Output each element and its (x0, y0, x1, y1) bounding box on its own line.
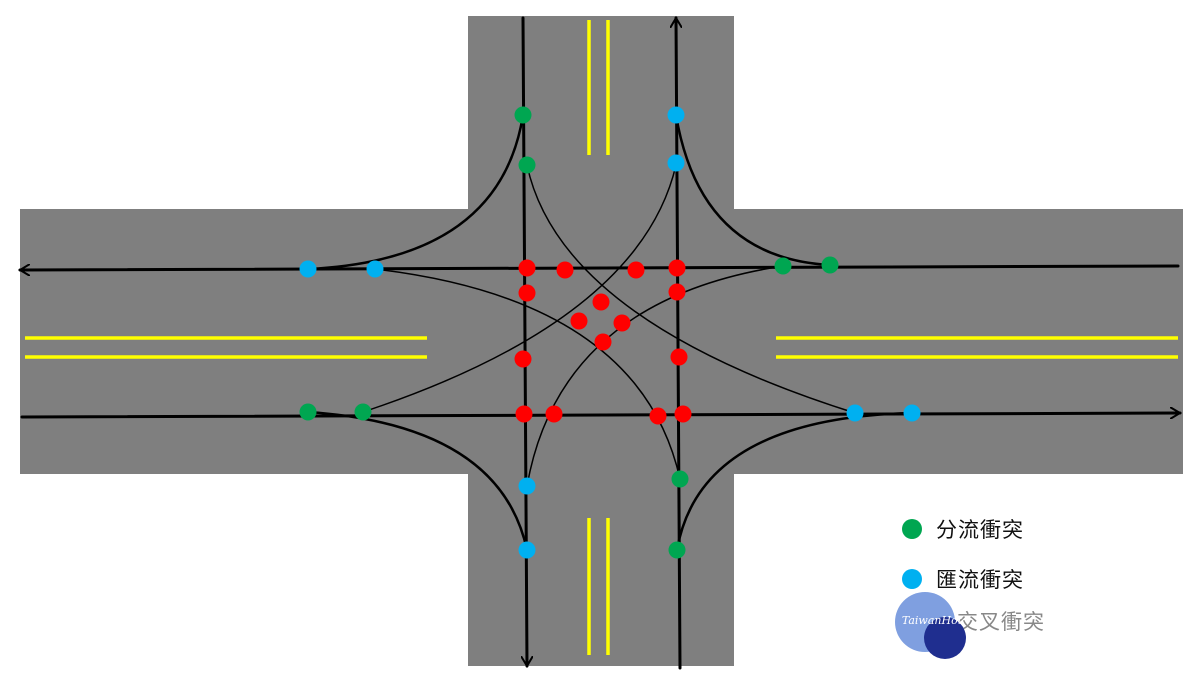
diverge-conflict-point (299, 403, 317, 421)
crossing-conflict-point (594, 333, 612, 351)
crossing-conflict-point (518, 284, 536, 302)
legend-label-merge: 匯流衝突 (936, 568, 1024, 592)
crossing-conflict-point (514, 350, 532, 368)
crossing-conflict-point (627, 261, 645, 279)
crossing-conflict-point (556, 261, 574, 279)
diverge-conflict-point (518, 156, 536, 174)
crossing-conflict-point (570, 312, 588, 330)
conflict-points (299, 106, 921, 559)
crossing-conflict-point (518, 259, 536, 277)
diverge-dot-icon (902, 519, 922, 539)
legend-merge: 匯流衝突 (902, 564, 1024, 594)
crossing-conflict-point (592, 293, 610, 311)
diverge-conflict-point (774, 257, 792, 275)
crossing-conflict-point (668, 283, 686, 301)
watermark-circles-icon (895, 592, 966, 659)
crossing-conflict-point (515, 405, 533, 423)
watermark-logo: TaiwanHot (893, 590, 973, 662)
diverge-conflict-point (668, 541, 686, 559)
legend-label-diverge: 分流衝突 (936, 518, 1024, 542)
lane-markings (25, 20, 1178, 655)
crossing-conflict-point (668, 259, 686, 277)
crossing-conflict-point (613, 314, 631, 332)
merge-conflict-point (299, 260, 317, 278)
merge-conflict-point (903, 404, 921, 422)
through-path-westbound (20, 266, 1180, 270)
right-turn-path-ne (674, 113, 832, 267)
left-turn-path-north-to-west (362, 164, 677, 413)
left-turn-path-east-to-south (374, 268, 681, 480)
merge-conflict-point (366, 260, 384, 278)
merge-dot-icon (902, 569, 922, 589)
right-turn-path-nw (306, 113, 525, 271)
merge-conflict-point (518, 541, 536, 559)
diverge-conflict-point (354, 403, 372, 421)
legend-diverge: 分流衝突 (902, 514, 1024, 544)
merge-conflict-point (518, 477, 536, 495)
merge-conflict-point (667, 154, 685, 172)
diverge-conflict-point (514, 106, 532, 124)
watermark-text: TaiwanHot (901, 614, 963, 627)
left-turn-path-south-to-east (526, 164, 856, 414)
crossing-conflict-point (674, 405, 692, 423)
through-path-eastbound (20, 413, 1180, 417)
through-path-northbound (676, 18, 680, 670)
diverge-conflict-point (821, 256, 839, 274)
legend-label-crossing: 交叉衝突 (957, 610, 1045, 634)
merge-conflict-point (846, 404, 864, 422)
merge-conflict-point (667, 106, 685, 124)
diverge-conflict-point (671, 470, 689, 488)
right-turn-path-sw (306, 410, 529, 552)
crossing-conflict-point (545, 405, 563, 423)
crossing-conflict-point (649, 407, 667, 425)
crossing-conflict-point (670, 348, 688, 366)
